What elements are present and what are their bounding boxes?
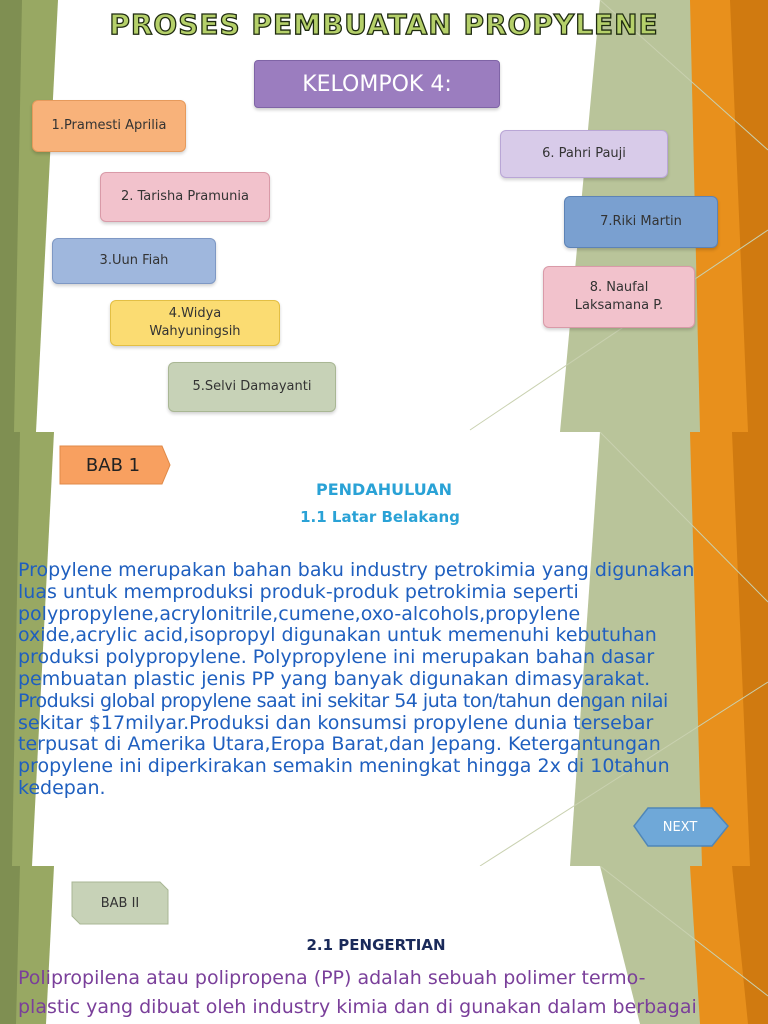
chapter-tag-1[interactable]	[58, 444, 172, 486]
paragraph: Propylene merupakan bahan baku industry …	[18, 559, 758, 800]
next-button[interactable]	[628, 804, 732, 852]
paragraph-line: luas untuk memproduksi produk-produk pet…	[18, 580, 579, 603]
member-box-4[interactable]: 4.Widya Wahyuningsih	[110, 300, 280, 346]
member-name: 8. Naufal Laksamana P.	[574, 280, 664, 313]
slide-1: PROSES PEMBUATAN PROPYLENE KELOMPOK 4: 1…	[0, 0, 768, 432]
member-name: 2. Tarisha Pramunia	[120, 189, 249, 204]
chapter-label: BAB II	[100, 895, 140, 911]
paragraph-line: pembuatan plastic jenis PP yang banyak d…	[18, 667, 651, 690]
section-heading: PENDAHULUAN	[316, 480, 452, 499]
paragraph-line: Propylene merupakan bahan baku industry …	[18, 559, 695, 581]
slide-2: BAB 1 PENDAHULUAN 1.1 Latar Belakang Pro…	[0, 432, 768, 866]
paragraph-line: oxide,acrylic acid,isopropyl digunakan u…	[18, 624, 657, 647]
member-box-1[interactable]: 1.Pramesti Aprilia	[32, 100, 186, 152]
member-name: 6. Pahri Pauji	[542, 146, 626, 161]
paragraph-line: Polipropilena atau polipropena (PP) adal…	[18, 967, 646, 989]
paragraph-line: propylene ini diperkirakan semakin menin…	[18, 755, 670, 778]
chapter-label: BAB 1	[85, 454, 141, 476]
section-subheading: 1.1 Latar Belakang	[300, 508, 460, 526]
paragraph-line: polypropylene,acrylonitrile,cumene,oxo-a…	[18, 602, 581, 625]
paragraph-line: kedepan.	[18, 776, 106, 799]
paragraph-line: terpusat di Amerika Utara,Eropa Barat,da…	[18, 733, 661, 756]
paragraph-line: Produksi global propylene saat ini sekit…	[18, 689, 668, 712]
member-box-3[interactable]: 3.Uun Fiah	[52, 238, 216, 284]
member-name: 3.Uun Fiah	[99, 253, 169, 268]
paragraph: Polipropilena atau polipropena (PP) adal…	[18, 964, 764, 1022]
next-button-label: NEXT	[662, 819, 698, 835]
member-box-5[interactable]: 5.Selvi Damayanti	[168, 362, 336, 412]
slide-3-decoration	[0, 866, 768, 1024]
slide-2-decoration	[0, 432, 768, 866]
paragraph-line: produksi polypropylene. Polypropylene in…	[18, 646, 655, 669]
member-box-8[interactable]: 8. Naufal Laksamana P.	[543, 266, 695, 328]
member-name: 4.Widya Wahyuningsih	[149, 306, 241, 339]
member-box-7[interactable]: 7.Riki Martin	[564, 196, 718, 248]
page-title: PROSES PEMBUATAN PROPYLENE	[109, 7, 659, 41]
section-heading: 2.1 PENGERTIAN	[306, 936, 446, 954]
member-name: 7.Riki Martin	[600, 214, 682, 229]
group-label: KELOMPOK 4:	[254, 60, 500, 108]
member-name: 1.Pramesti Aprilia	[51, 118, 167, 133]
member-box-2[interactable]: 2. Tarisha Pramunia	[100, 172, 270, 222]
member-box-6[interactable]: 6. Pahri Pauji	[500, 130, 668, 178]
paragraph-line: plastic yang dibuat oleh industry kimia …	[18, 996, 697, 1018]
chapter-tag-2[interactable]	[70, 880, 172, 926]
paragraph-line: sekitar $17milyar.Produksi dan konsumsi …	[18, 711, 654, 734]
slide-3: BAB II 2.1 PENGERTIAN Polipropilena atau…	[0, 866, 768, 1024]
member-name: 5.Selvi Damayanti	[192, 379, 312, 394]
